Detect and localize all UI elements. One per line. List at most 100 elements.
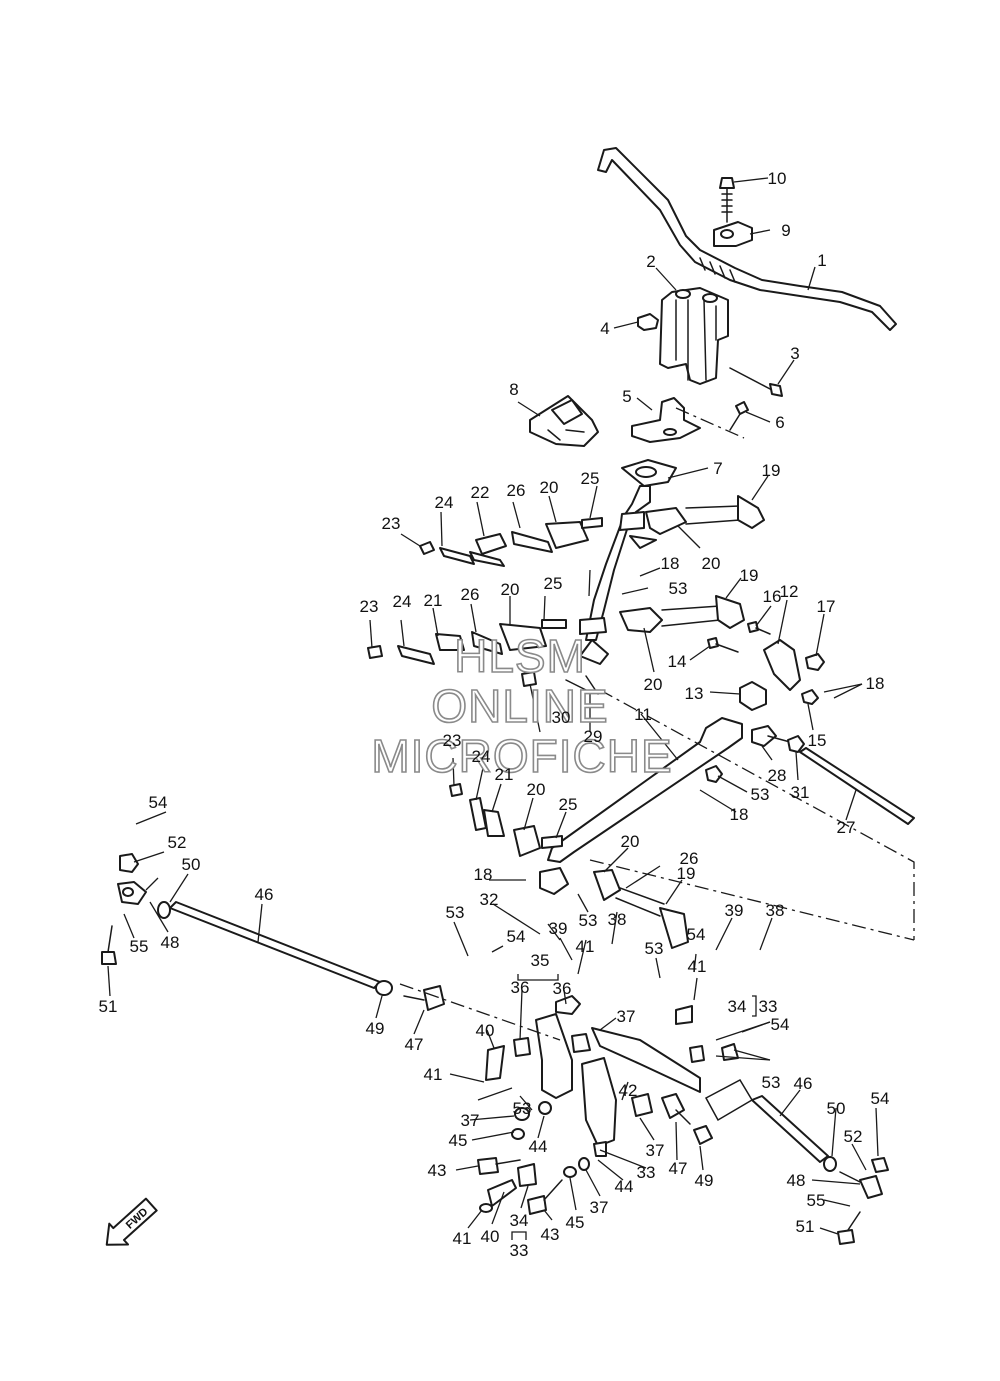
nut-part-53-mid: [705, 765, 723, 783]
callout-label: 21: [424, 591, 443, 610]
callout-label: 26: [507, 481, 526, 500]
callout-label: 21: [495, 765, 514, 784]
spacer-part-49-right: [693, 1125, 713, 1145]
callout-label: 18: [661, 554, 680, 573]
steering-column-part-7: [579, 459, 677, 665]
clamp-part-9: [713, 221, 753, 247]
callout-label: 51: [99, 997, 118, 1016]
callout-label: 30: [552, 708, 571, 727]
callout-label: 20: [644, 675, 663, 694]
callout-label: 55: [130, 937, 149, 956]
callout-label: 19: [762, 461, 781, 480]
callout-label: 16: [763, 587, 782, 606]
callout-label: 20: [621, 832, 640, 851]
callout-label: 26: [680, 849, 699, 868]
centerline-19: [589, 859, 915, 941]
callout-label: 33: [510, 1241, 529, 1260]
callout-label: 49: [695, 1171, 714, 1190]
push-rod-part-46-right: [704, 1079, 829, 1163]
nut-part-52-left: [119, 853, 139, 873]
callout-label: 48: [787, 1171, 806, 1190]
callout-label: 41: [688, 957, 707, 976]
callout-label: 45: [566, 1213, 585, 1232]
callout-label: 43: [541, 1225, 560, 1244]
callout-label: 52: [168, 833, 187, 852]
washer-part-50-left: [157, 901, 171, 919]
callout-label: 53: [446, 903, 465, 922]
callout-label: 53: [751, 785, 770, 804]
callout-label: 31: [791, 783, 810, 802]
ball-joint-part-47-right: [661, 1093, 691, 1125]
bolt-part-6: [729, 401, 749, 431]
callout-label: 39: [725, 901, 744, 920]
callout-label: 25: [559, 795, 578, 814]
arm-assembly-right: [581, 1005, 739, 1147]
callout-label: 18: [866, 674, 885, 693]
holder-part-5: [631, 397, 701, 443]
callout-label: 41: [424, 1065, 443, 1084]
callout-label: 43: [428, 1161, 447, 1180]
callout-label: 11: [634, 705, 652, 724]
callout-label: 39: [549, 919, 568, 938]
middle-link-assembly: [367, 595, 745, 665]
callout-label: 52: [844, 1127, 863, 1146]
callout-label: 41: [453, 1229, 472, 1248]
callout-label: 54: [687, 925, 706, 944]
fwd-arrow: FWD: [105, 1197, 158, 1246]
ball-joint-part-47-left: [403, 985, 445, 1011]
fwd-arrow-icon: [105, 1197, 158, 1246]
callout-label: 49: [366, 1019, 385, 1038]
bracket-part-12: [763, 639, 801, 691]
lower-link-assembly: [449, 783, 689, 949]
callout-label: 20: [540, 478, 559, 497]
bolt-part-16: [747, 621, 771, 635]
bolt-part-51-left: [101, 925, 117, 965]
callout-label: 35: [531, 951, 550, 970]
callout-label: 50: [182, 855, 201, 874]
small-hardware-lower: [477, 1101, 607, 1215]
callout-label: 53: [579, 911, 598, 930]
callout-label: 45: [449, 1131, 468, 1150]
right-end-hardware: [823, 1156, 889, 1245]
callout-label: 33: [759, 997, 778, 1016]
watermark: HLSM ONLINE MICROFICHE: [371, 629, 673, 783]
callout-label: 36: [511, 978, 530, 997]
callout-label: 46: [794, 1074, 813, 1093]
callout-label: 54: [871, 1089, 890, 1108]
cross-shaft-part-11: [547, 717, 743, 863]
callout-label: 5: [622, 387, 631, 406]
callout-label: 53: [645, 939, 664, 958]
callout-label: 54: [149, 793, 168, 812]
callout-label: 9: [781, 221, 790, 240]
callout-label: 17: [817, 597, 836, 616]
callout-label: 24: [472, 747, 491, 766]
callout-label: 20: [702, 554, 721, 573]
nut-part-4: [637, 313, 659, 331]
callout-label: 2: [646, 252, 655, 271]
bracket-part-2: [659, 287, 729, 385]
centerline-46-left: [399, 983, 561, 1041]
callout-label: 7: [713, 459, 722, 478]
watermark-line-1: HLSM: [454, 630, 586, 682]
callout-label: 12: [780, 582, 799, 601]
centerline-part-6: [675, 407, 745, 439]
bolt-part-10: [719, 177, 735, 223]
callout-label: 20: [527, 780, 546, 799]
callout-label: 40: [481, 1227, 500, 1246]
callout-label: 28: [768, 766, 787, 785]
ball-joint-part-48-left: [117, 881, 147, 905]
callout-label: 51: [796, 1217, 815, 1236]
callout-label: 19: [677, 864, 696, 883]
callout-label: 19: [740, 566, 759, 585]
rod-part-27: [799, 747, 915, 825]
callout-label: 48: [161, 933, 180, 952]
callout-label: 42: [619, 1081, 638, 1100]
bolts-29-30: [521, 671, 599, 695]
callout-labels: 1 2 3 4 5 6 7 8 9 10 11 12 13 14 15 16 1…: [99, 169, 890, 1260]
callout-label: 34: [510, 1211, 529, 1230]
callout-label: 23: [382, 514, 401, 533]
callout-label: 23: [360, 597, 379, 616]
callout-label: 14: [668, 652, 687, 671]
callout-label: 4: [600, 319, 609, 338]
callout-label: 36: [553, 979, 572, 998]
